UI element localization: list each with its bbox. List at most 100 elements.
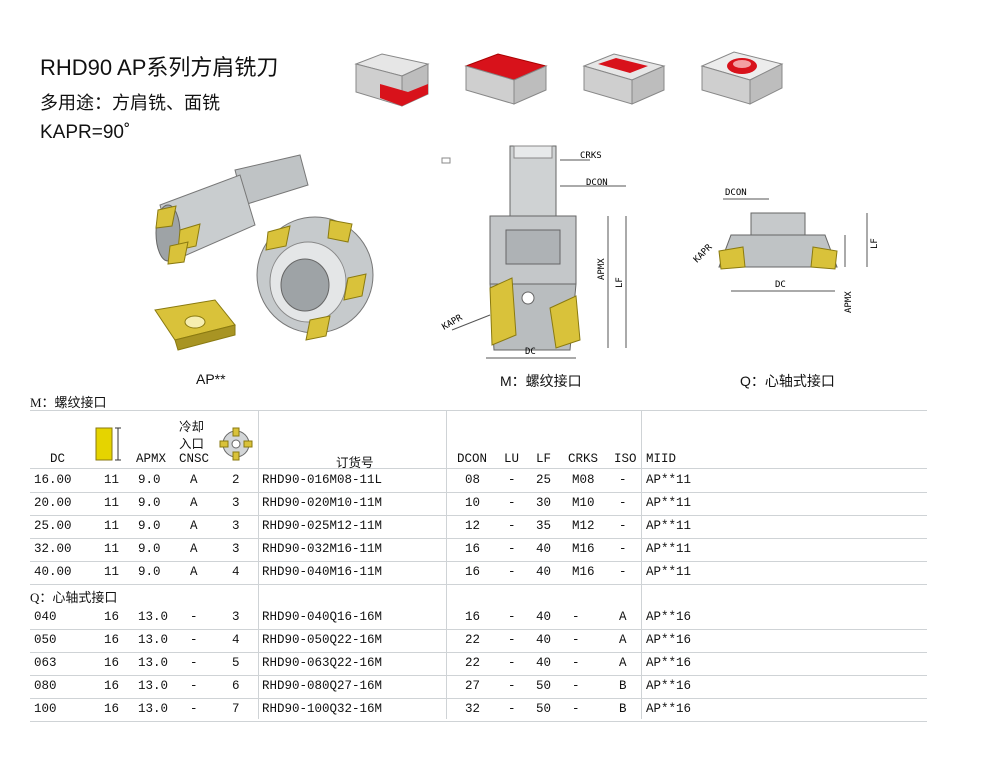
table-cell: - — [190, 633, 198, 647]
table-cell: AP**16 — [646, 656, 692, 670]
table-cell: AP**11 — [646, 473, 692, 487]
table-cell: - — [619, 542, 627, 556]
table-cell: AP**11 — [646, 565, 692, 579]
table-cell: - — [508, 496, 516, 510]
table-cell: A — [190, 565, 198, 579]
cutter-renders — [154, 154, 374, 351]
table-cell: RHD90-020M10-11M — [262, 496, 383, 510]
table-cell: RHD90-016M08-11L — [262, 473, 383, 487]
table-cell: 16 — [104, 656, 120, 670]
table-cell: 11 — [104, 473, 120, 487]
table-cell: 25.00 — [34, 519, 72, 533]
col-lf: LF — [536, 452, 552, 466]
table-cell: A — [190, 473, 198, 487]
end-mill-render — [155, 154, 309, 265]
table-cell: 13.0 — [138, 656, 169, 670]
shoulder-milling-icon — [354, 53, 430, 107]
section-q-label: Q：心轴式接口 — [30, 590, 118, 605]
row-rule — [30, 652, 927, 653]
slot-milling-icon — [582, 53, 666, 105]
table-cell: 16 — [104, 679, 120, 693]
dcon-dim: DCON — [586, 178, 608, 188]
table-cell: - — [508, 633, 516, 647]
table-cell: - — [508, 519, 516, 533]
table-cell: 080 — [34, 679, 57, 693]
table-cell: - — [572, 679, 580, 693]
table-cell: 9.0 — [138, 473, 161, 487]
table-cell: RHD90-063Q22-16M — [262, 656, 383, 670]
col-apmx: APMX — [136, 452, 167, 466]
table-cell: M10 — [572, 496, 595, 510]
table-cell: - — [190, 610, 198, 624]
table-cell: 13.0 — [138, 679, 169, 693]
row-rule — [30, 515, 927, 516]
table-cell: 40.00 — [34, 565, 72, 579]
lf-dim: LF — [615, 277, 625, 288]
face-milling-icon — [464, 53, 548, 105]
table-cell: 10 — [465, 496, 481, 510]
col-divider-2 — [446, 410, 447, 719]
table-cell: - — [572, 610, 580, 624]
table-cell: 9.0 — [138, 565, 161, 579]
table-cell: 3 — [232, 542, 240, 556]
header-bottom-rule — [30, 468, 927, 469]
table-cell: 11 — [104, 519, 120, 533]
table-cell: - — [508, 610, 516, 624]
table-cell: AP**16 — [646, 610, 692, 624]
row-rule — [30, 698, 927, 699]
col-divider-3 — [641, 410, 642, 719]
table-cell: B — [619, 679, 627, 693]
table-cell: 11 — [104, 565, 120, 579]
row-rule — [30, 629, 927, 630]
teeth-count-icon — [219, 427, 253, 461]
table-cell: 08 — [465, 473, 481, 487]
table-cell: - — [508, 565, 516, 579]
table-cell: 12 — [465, 519, 481, 533]
table-cell: RHD90-025M12-11M — [262, 519, 383, 533]
page-subtitle: 多用途：方肩铣、面铣 — [40, 93, 220, 113]
table-cell: 40 — [536, 542, 552, 556]
table-cell: - — [572, 702, 580, 716]
kapr2-dim: KAPR — [692, 242, 715, 265]
table-cell: M08 — [572, 473, 595, 487]
table-cell: 16 — [465, 565, 481, 579]
table-cell: AP**16 — [646, 679, 692, 693]
row-rule — [30, 721, 927, 722]
table-cell: A — [190, 542, 198, 556]
table-cell: 16 — [465, 610, 481, 624]
table-cell: 11 — [104, 542, 120, 556]
table-cell: 5 — [232, 656, 240, 670]
insert-render — [154, 299, 236, 351]
col-divider-1 — [258, 410, 259, 719]
table-cell: AP**16 — [646, 702, 692, 716]
apmx-dim: APMX — [597, 258, 607, 280]
crks-dim: CRKS — [580, 151, 602, 161]
table-cell: 32 — [465, 702, 481, 716]
table-cell: A — [190, 496, 198, 510]
table-cell: A — [619, 610, 627, 624]
col-cnsc-mid: 入口 — [179, 436, 205, 451]
dc-dim: DC — [525, 347, 536, 357]
pocket-milling-icon — [700, 51, 784, 105]
table-cell: RHD90-032M16-11M — [262, 542, 383, 556]
operation-icons — [354, 51, 784, 107]
table-cell: 40 — [536, 610, 552, 624]
table-cell: 16 — [104, 633, 120, 647]
table-cell: 6 — [232, 679, 240, 693]
table-cell: 063 — [34, 656, 57, 670]
dcon2-dim: DCON — [725, 188, 747, 198]
table-cell: 9.0 — [138, 519, 161, 533]
col-cnsc: CNSC — [179, 452, 210, 466]
apmx2-dim: APMX — [844, 291, 854, 313]
table-cell: RHD90-050Q22-16M — [262, 633, 383, 647]
insert-caption: AP** — [196, 371, 226, 387]
table-cell: - — [508, 473, 516, 487]
kapr-label: KAPR=90˚ — [40, 122, 131, 143]
table-cell: 100 — [34, 702, 57, 716]
table-cell: 50 — [536, 702, 552, 716]
table-cell: - — [508, 656, 516, 670]
table-cell: 040 — [34, 610, 57, 624]
table-cell: RHD90-040M16-11M — [262, 565, 383, 579]
table-cell: - — [619, 565, 627, 579]
col-cnsc-top: 冷却 — [179, 419, 205, 434]
